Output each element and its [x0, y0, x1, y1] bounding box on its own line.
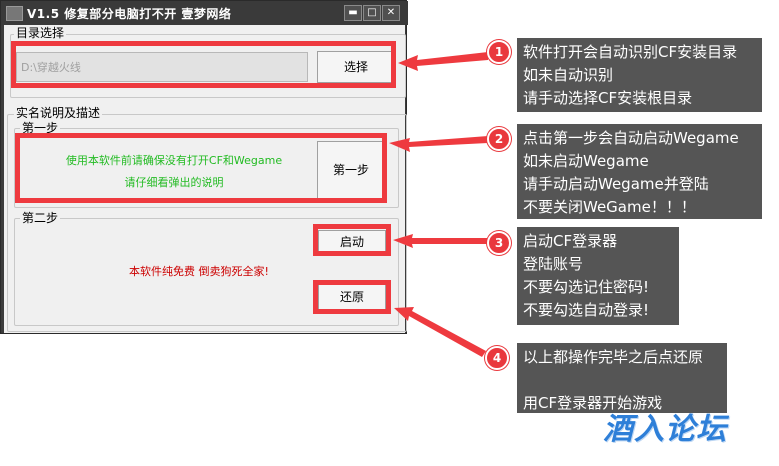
- note-1-line: 请手动选择CF安装根目录: [523, 89, 693, 107]
- note-1-line: 如未自动识别: [523, 66, 614, 84]
- step1-line1: 使用本软件前请确保没有打开CF和Wegame: [65, 154, 283, 167]
- free-notice: 本软件纯免费 倒卖狗死全家!: [129, 265, 269, 278]
- note-2-line: 请手动启动Wegame并登陆: [523, 175, 709, 193]
- badge-1: 1: [487, 40, 511, 64]
- desc-group: [7, 114, 407, 332]
- step1-line2: 请仔细看弹出的说明: [124, 176, 224, 189]
- dir-path-field[interactable]: D:\穿越火线: [16, 52, 308, 82]
- close-icon[interactable]: ✕: [382, 5, 400, 21]
- step1-button[interactable]: 第一步: [317, 141, 385, 199]
- maximize-icon[interactable]: □: [363, 5, 381, 21]
- dir-group-label: 目录选择: [14, 26, 67, 40]
- desc-group-label: 实名说明及描述: [14, 106, 103, 120]
- highlight-start: [313, 224, 391, 256]
- minimize-icon[interactable]: ▬: [344, 5, 362, 21]
- step2-label: 第二步: [20, 211, 61, 225]
- note-3: 启动CF登录器 登陆账号 不要勾选记住密码! 不要勾选自动登录!: [517, 227, 679, 325]
- note-2: 点击第一步会自动启动Wegame 如未启动Wegame 请手动启动Wegame并…: [517, 124, 762, 219]
- step1-group: [14, 128, 399, 208]
- highlight-step1: [15, 133, 387, 203]
- note-1: 软件打开会自动识别CF安装目录 如未自动识别 请手动选择CF安装根目录: [517, 38, 762, 112]
- step1-instructions: 使用本软件前请确保没有打开CF和Wegame 请仔细看弹出的说明: [34, 150, 314, 194]
- badge-4: 4: [485, 346, 509, 370]
- highlight-dir: [11, 41, 396, 88]
- arrow-1: [398, 52, 488, 71]
- badge-3: 3: [487, 231, 511, 255]
- arrow-2: [389, 136, 488, 152]
- note-3-line: 不要勾选自动登录!: [523, 301, 650, 319]
- restore-button[interactable]: 还原: [318, 284, 386, 310]
- note-4: 以上都操作完毕之后点还原 用CF登录器开始游戏: [517, 343, 727, 413]
- note-4-line: [523, 369, 721, 392]
- site-watermark: 酒入论坛: [603, 412, 727, 447]
- note-3-line: 登陆账号: [523, 255, 584, 273]
- step2-group: [14, 218, 399, 326]
- note-2-line: 点击第一步会自动启动Wegame: [523, 129, 739, 147]
- select-dir-button[interactable]: 选择: [317, 51, 395, 83]
- note-1-line: 软件打开会自动识别CF安装目录: [523, 43, 738, 61]
- arrow-4: [394, 307, 486, 357]
- note-2-line: 如未启动Wegame: [523, 152, 649, 170]
- note-3-line: 启动CF登录器: [523, 232, 618, 250]
- note-2-line: 不要关闭WeGame！！！: [523, 198, 696, 216]
- title-bar[interactable]: V1.5 修复部分电脑打不开 壹梦网络 ▬ □ ✕: [1, 1, 408, 25]
- highlight-restore: [313, 280, 391, 314]
- app-icon: [6, 6, 23, 21]
- badge-2: 2: [487, 127, 511, 151]
- step1-label: 第一步: [20, 121, 61, 135]
- note-3-line: 不要勾选记住密码!: [523, 278, 650, 296]
- note-4-line: 以上都操作完毕之后点还原: [523, 348, 704, 366]
- window-title: V1.5 修复部分电脑打不开 壹梦网络: [27, 7, 232, 21]
- arrow-3: [393, 234, 488, 248]
- note-4-line: 用CF登录器开始游戏: [523, 394, 663, 412]
